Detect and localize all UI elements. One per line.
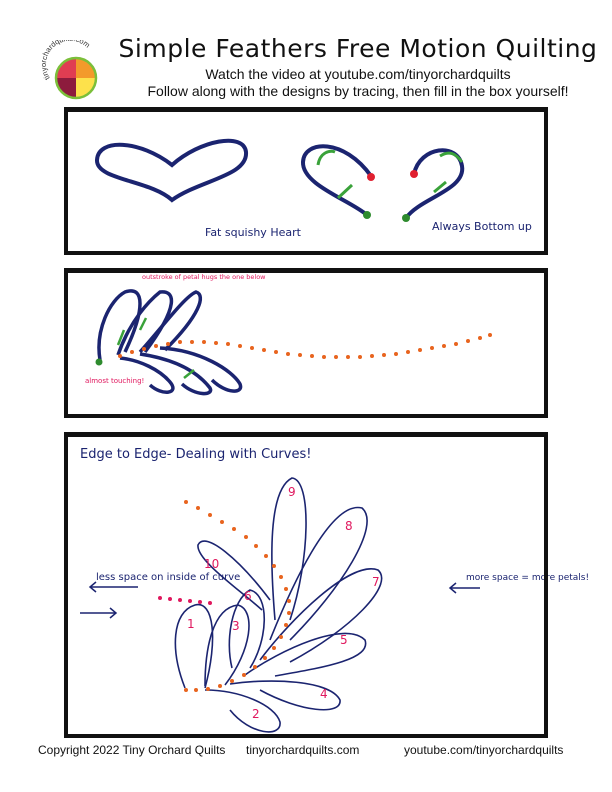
- pointer-arrow: [80, 607, 118, 619]
- panel-edge-to-edge: [64, 432, 548, 738]
- youtube-link[interactable]: youtube.com/tinyorchardquilts: [404, 743, 564, 757]
- bottom-up-label: Always Bottom up: [432, 220, 532, 233]
- direction-arrow: [183, 369, 195, 379]
- petal-number: 8: [345, 519, 353, 533]
- petal-number: 7: [372, 575, 380, 589]
- start-dot: [95, 358, 103, 366]
- petal-number: 1: [187, 617, 195, 631]
- end-dot: [367, 173, 375, 181]
- panel3-title: Edge to Edge- Dealing with Curves!: [80, 447, 311, 462]
- feather-sample: [97, 289, 243, 396]
- start-dot: [402, 214, 410, 222]
- petal-number: 5: [340, 633, 348, 647]
- pointer-arrow: [88, 581, 138, 593]
- website-link[interactable]: tinyorchardquilts.com: [246, 743, 360, 757]
- less-space-note: less space on inside of curve: [96, 572, 240, 583]
- tracing-instruction: Follow along with the designs by tracing…: [147, 83, 569, 99]
- direction-arrow: [336, 183, 354, 200]
- petal-number: 9: [288, 485, 296, 499]
- panel-feather-sample: [64, 268, 548, 418]
- pointer-arrow: [448, 582, 480, 594]
- copyright: Copyright 2022 Tiny Orchard Quilts: [38, 743, 226, 757]
- outstroke-note: outstroke of petal hugs the one below: [142, 273, 266, 281]
- direction-arrow: [439, 151, 464, 163]
- petal-number: 4: [320, 687, 328, 701]
- direction-arrow: [316, 149, 336, 166]
- almost-touching-note: almost touching!: [85, 377, 144, 385]
- video-instruction: Watch the video at youtube.com/tinyorcha…: [205, 66, 511, 82]
- page-title: Simple Feathers Free Motion Quilting: [118, 34, 598, 63]
- petal-number: 3: [232, 619, 240, 633]
- heart-label: Fat squishy Heart: [205, 226, 302, 239]
- petal-number: 6: [244, 589, 252, 603]
- magenta-dots: [158, 596, 212, 605]
- brand-logo: tinyorchardquilts.com: [39, 34, 104, 104]
- end-dot: [410, 170, 418, 178]
- petal-number: 10: [204, 557, 219, 571]
- petal-number: 2: [252, 707, 260, 721]
- dotted-spine-3: [184, 500, 291, 692]
- start-dot: [363, 211, 371, 219]
- right-heart-half: [404, 148, 465, 220]
- left-heart-half: [300, 144, 373, 217]
- more-space-note: more space = more petals!: [466, 573, 589, 583]
- panel-heart: [64, 107, 548, 255]
- dotted-spine-2: [118, 333, 492, 359]
- fat-heart-shape: [94, 138, 248, 203]
- quilt-circle-logo-icon: tinyorchardquilts.com: [39, 34, 98, 100]
- direction-arrow: [138, 317, 148, 331]
- direction-arrow: [433, 180, 447, 194]
- feather-curve-petals: [174, 477, 383, 733]
- direction-arrow: [116, 329, 126, 346]
